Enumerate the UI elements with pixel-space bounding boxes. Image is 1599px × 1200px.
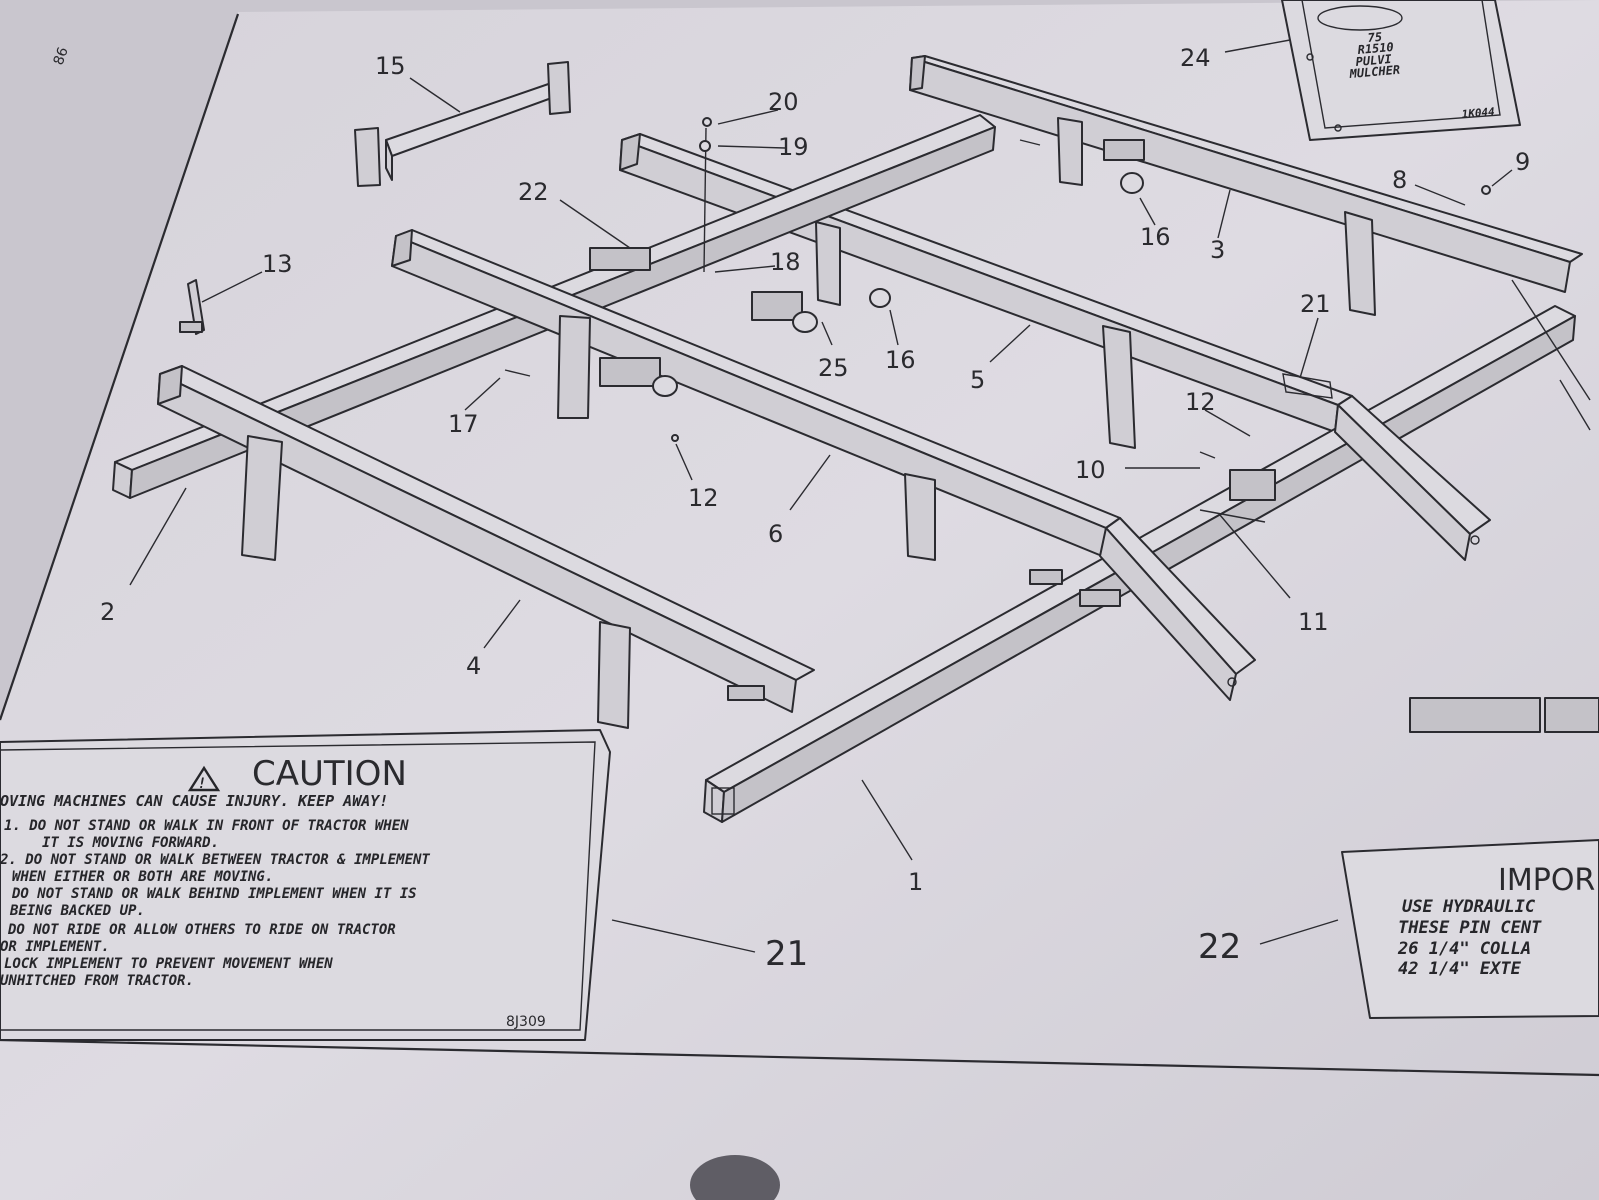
callout-2: 2 [100,598,115,626]
important-line-1: USE HYDRAULIC [1402,897,1536,917]
callout-11: 11 [1298,608,1329,636]
sheet-border-bottom [0,1038,1599,1077]
callout-8: 8 [1392,166,1407,194]
callout-9: 9 [1515,148,1530,176]
callout-3: 3 [1210,236,1225,264]
callout-18: 18 [770,248,801,276]
caution-line-1: OVING MACHINES CAN CAUSE INJURY. KEEP AW… [0,792,388,810]
corner-mark: 86 [51,45,72,67]
callout-12: 12 [688,484,719,512]
important-decal: IMPOR USE HYDRAULIC THESE PIN CENT 26 1/… [1341,839,1599,1019]
callout-22-b: 22 [1198,927,1241,967]
callout-22: 22 [518,178,549,206]
caution-line-10: LOCK IMPLEMENT TO PREVENT MOVEMENT WHEN [4,956,333,972]
caution-line-6: DO NOT STAND OR WALK BEHIND IMPLEMENT WH… [11,886,417,902]
caution-line-7: BEING BACKED UP. [9,903,145,919]
callout-4: 4 [466,652,481,680]
model-decal: 75 R1510 PULVI MULCHER 1K044 [1281,0,1521,141]
callout-19: 19 [778,133,809,161]
caution-line-2: 1. DO NOT STAND OR WALK IN FRONT OF TRAC… [4,818,409,834]
callout-21-b: 21 [765,934,808,974]
caution-heading: CAUTION [252,754,407,794]
callout-6: 6 [768,520,783,548]
callout-15: 15 [375,52,406,80]
caution-line-5: WHEN EITHER OR BOTH ARE MOVING. [12,869,273,885]
caution-line-4: 2. DO NOT STAND OR WALK BETWEEN TRACTOR … [0,852,430,868]
callout-labels: 15 20 19 22 13 18 25 16 16 3 8 9 24 21 5… [100,44,1530,974]
svg-text:MULCHER: MULCHER [1348,63,1401,81]
svg-text:!: ! [198,776,206,792]
svg-text:75: 75 [1367,30,1383,45]
callout-20: 20 [768,88,799,116]
callout-16: 16 [885,346,916,374]
important-line-4: 42 1/4" EXTE [1398,959,1522,979]
callout-10: 10 [1075,456,1106,484]
leader-lines [129,39,1513,953]
caution-line-3: IT IS MOVING FORWARD. [42,835,219,851]
important-line-2: THESE PIN CENT [1398,918,1542,938]
svg-text:PULVI: PULVI [1355,52,1393,69]
caution-decal: ! CAUTION OVING MACHINES CAN CAUSE INJUR… [0,729,611,1041]
callout-25: 25 [818,354,849,382]
callout-1: 1 [908,868,923,896]
important-heading: IMPOR [1498,863,1595,898]
svg-text:R1510: R1510 [1357,40,1394,57]
caution-line-11: UNHITCHED FROM TRACTOR. [0,973,194,989]
warning-triangle-icon [187,765,221,792]
callout-24: 24 [1180,44,1211,72]
callout-12-b: 12 [1185,388,1216,416]
caution-line-8: DO NOT RIDE OR ALLOW OTHERS TO RIDE ON T… [7,922,396,938]
frame-assembly [112,55,1599,823]
callout-16-b: 16 [1140,223,1171,251]
caution-line-9: OR IMPLEMENT. [0,939,110,955]
callout-5: 5 [970,366,985,394]
svg-text:1K044: 1K044 [1461,105,1495,121]
shadow-blob [690,1155,780,1200]
callout-13: 13 [262,250,293,278]
callout-17: 17 [448,410,479,438]
sheet-border [0,13,240,721]
callout-21: 21 [1300,290,1331,318]
important-line-3: 26 1/4" COLLA [1397,939,1531,959]
caution-code: 8J309 [506,1014,546,1030]
